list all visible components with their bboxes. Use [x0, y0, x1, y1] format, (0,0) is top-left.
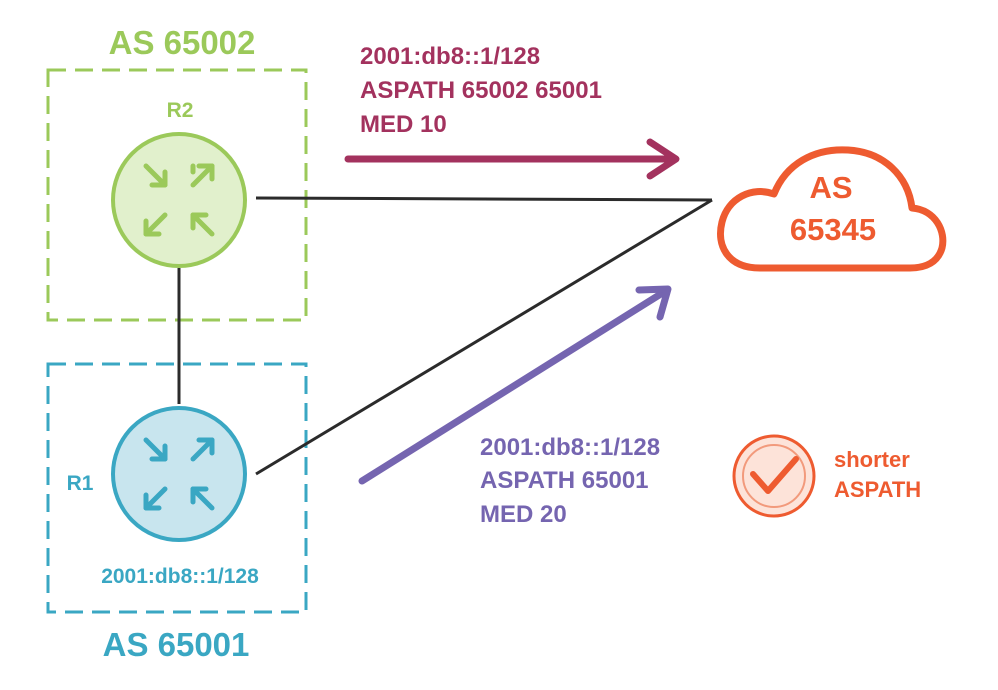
cloud-label-line1: AS — [809, 170, 852, 205]
route-r2-prefix: 2001:db8::1/128 — [360, 43, 540, 70]
cloud-icon — [717, 146, 947, 272]
cloud-as-65345[interactable] — [717, 146, 947, 272]
route-r1-prefix: 2001:db8::1/128 — [480, 434, 660, 461]
router-r2[interactable] — [111, 132, 247, 268]
decision-label-line2: ASPATH — [834, 477, 921, 502]
check-icon — [732, 434, 816, 518]
route-r1-aspath: ASPATH 65001 — [480, 467, 649, 494]
announcement-arrow-r2 — [344, 138, 680, 180]
link-r2-cloud — [255, 196, 713, 202]
as-65001-label: AS 65001 — [103, 626, 250, 663]
router-r2-label: R2 — [167, 99, 194, 122]
route-r2-aspath: ASPATH 65002 65001 — [360, 77, 602, 104]
r1-prefix-label: 2001:db8::1/128 — [101, 565, 259, 588]
route-r1-med: MED 20 — [480, 501, 567, 528]
decision-label-line1: shorter — [834, 447, 910, 472]
router-arrows-icon — [143, 437, 215, 511]
router-r1-label: R1 — [67, 472, 94, 495]
router-r1[interactable] — [111, 406, 247, 542]
cloud-label-line2: 65345 — [790, 212, 876, 247]
as-65002-boundary — [46, 68, 308, 322]
as-65002-label: AS 65002 — [109, 24, 256, 61]
as-65001-boundary — [46, 362, 308, 614]
announcement-arrow-r1 — [358, 285, 672, 485]
route-r2-med: MED 10 — [360, 111, 447, 138]
router-arrows-icon — [143, 163, 215, 237]
link-r1-cloud — [255, 198, 713, 476]
